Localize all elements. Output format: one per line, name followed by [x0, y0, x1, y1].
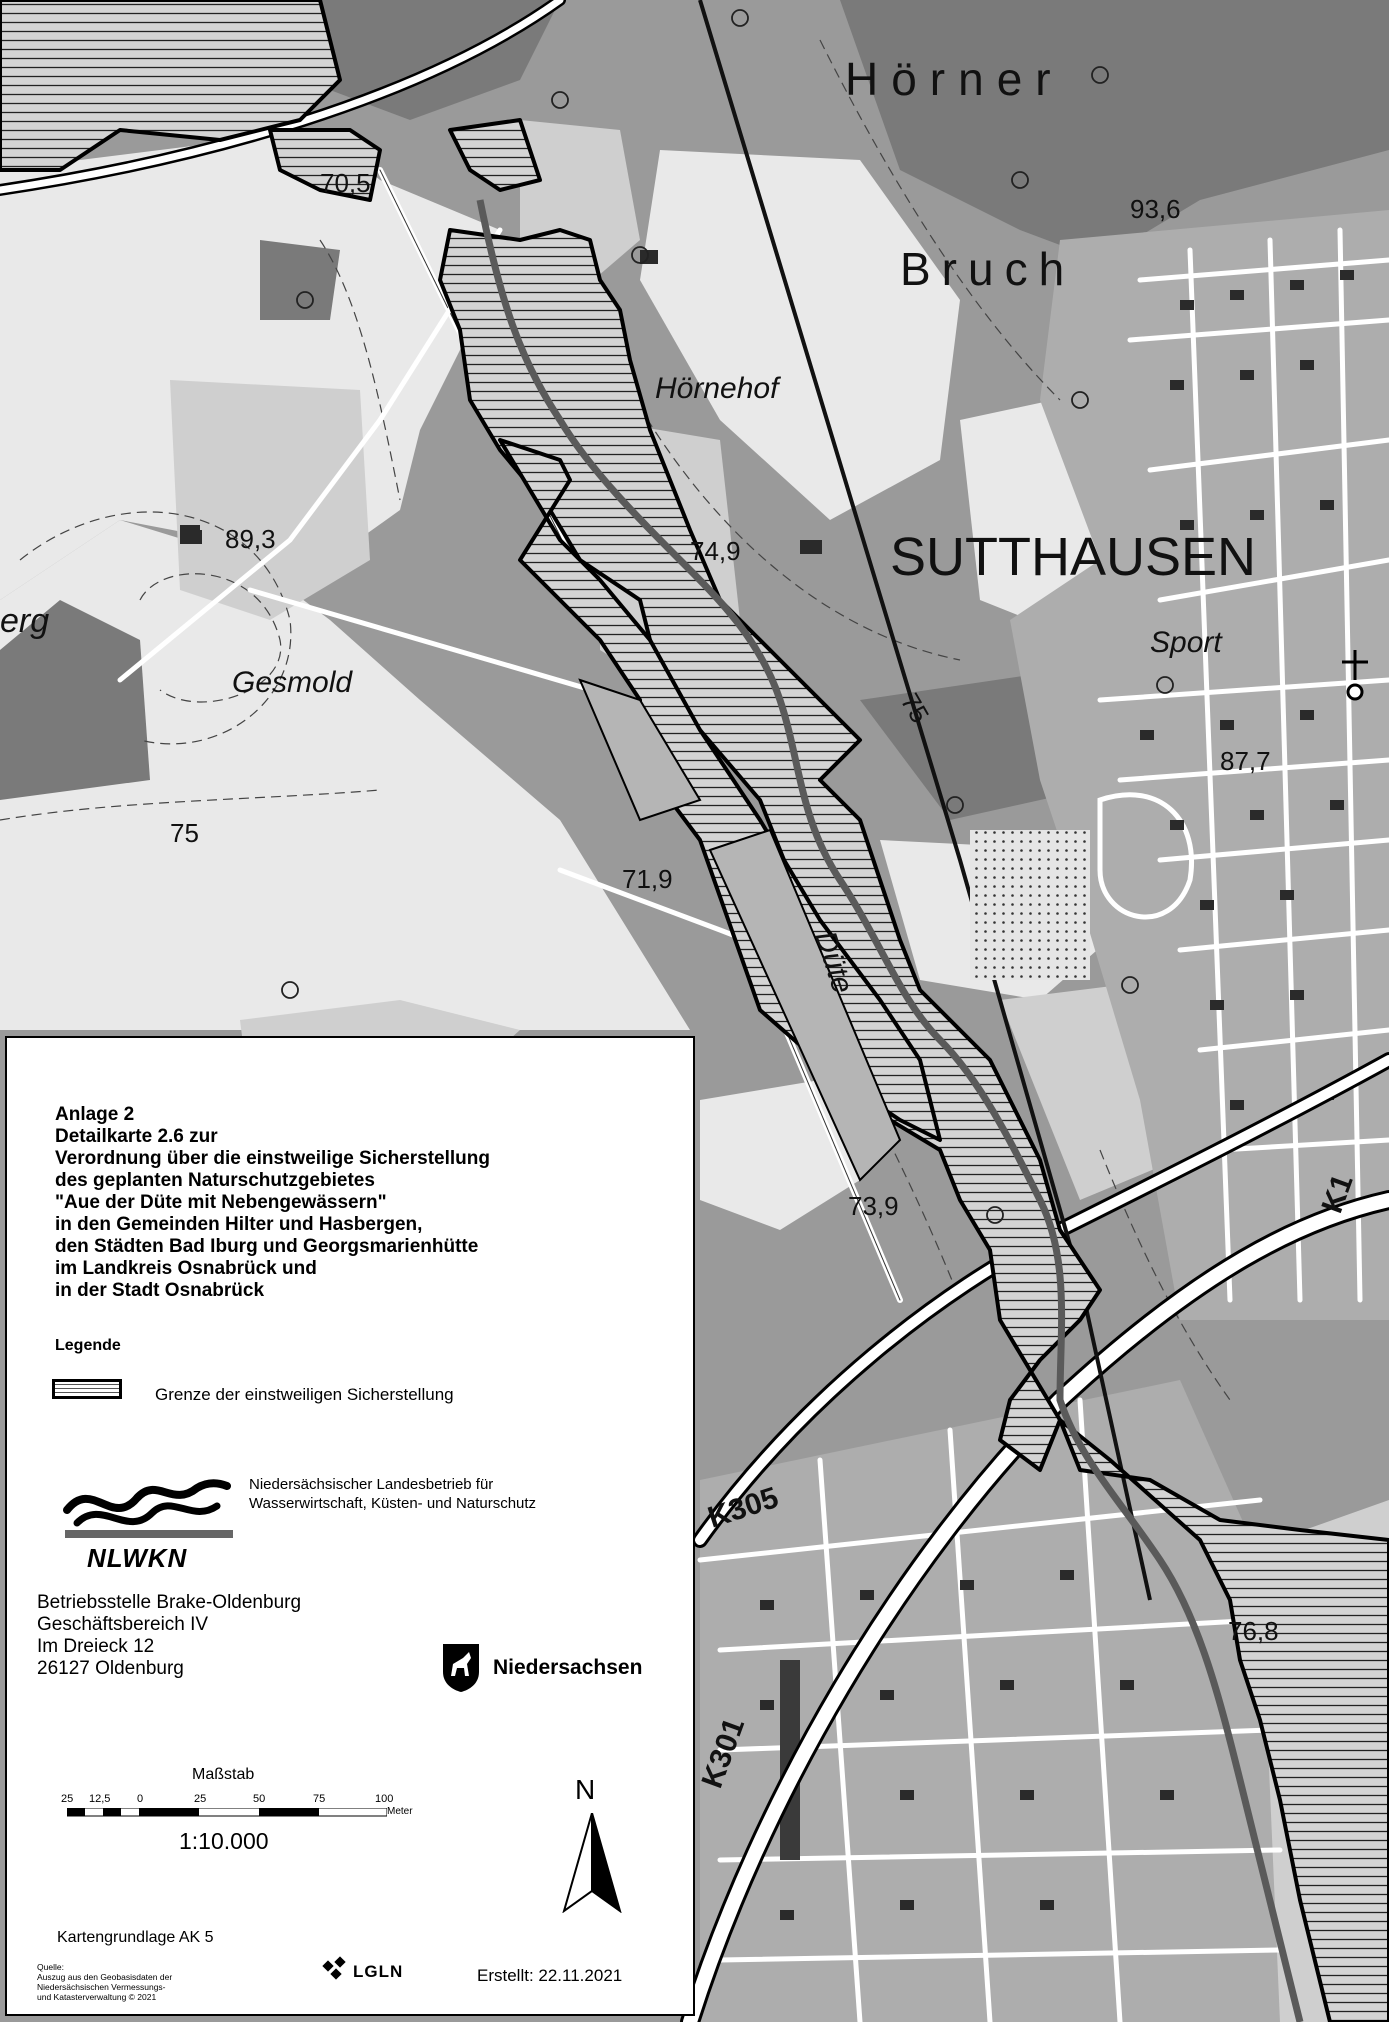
elevation-label: 89,3	[225, 524, 276, 554]
railway	[698, 0, 1152, 1601]
scale-tick-label: 25	[194, 1793, 207, 1805]
place-label-erg: erg	[0, 602, 49, 640]
address-line: Geschäftsbereich IV	[37, 1614, 209, 1635]
lgln-logo-icon	[322, 1956, 346, 1980]
scale-ratio: 1:10.000	[179, 1828, 269, 1854]
tree-symbols	[281, 9, 1174, 1224]
elevation-label: 93,6	[1130, 194, 1181, 224]
north-letter: N	[575, 1774, 596, 1805]
dotted-area	[970, 830, 1090, 980]
lgln-logo-text: LGLN	[353, 1962, 404, 1981]
legend-title-line: in den Gemeinden Hilter und Hasbergen,	[55, 1214, 423, 1235]
source-line: Auszug aus den Geobasisdaten der	[37, 1972, 173, 1982]
legend-title-line: Verordnung über die einstweilige Sichers…	[55, 1148, 490, 1169]
place-label-bruch: Bruch	[900, 243, 1075, 295]
agency-name-line: Niedersächsischer Landesbetrieb für	[249, 1476, 494, 1493]
place-label-sutthausen: SUTTHAUSEN	[890, 527, 1256, 587]
elevation-label: 76,8	[1228, 1616, 1279, 1646]
scale-tick-label: 25	[61, 1793, 74, 1805]
legend-title-line: den Städten Bad Iburg und Georgsmarienhü…	[55, 1236, 479, 1257]
scale-heading: Maßstab	[192, 1766, 255, 1783]
scale-unit: Meter	[387, 1806, 413, 1817]
elevation-label: 87,7	[1220, 746, 1271, 776]
agency-name-line: Wasserwirtschaft, Küsten- und Naturschut…	[249, 1495, 537, 1512]
scale-tick-label: 75	[313, 1793, 326, 1805]
scale-tick-label: 100	[375, 1793, 394, 1805]
river-dute	[476, 199, 1304, 2022]
scale-tick-label: 50	[253, 1793, 266, 1805]
legend-title-line: Anlage 2	[55, 1104, 135, 1125]
address-line: 26127 Oldenburg	[37, 1658, 184, 1679]
scale-ticks: 25 12,5 0 25 50 75 100	[61, 1793, 407, 1809]
created-date: Erstellt: 22.11.2021	[477, 1966, 623, 1985]
nlwkn-logo-text: NLWKN	[87, 1543, 188, 1573]
legend-panel: Anlage 2 Detailkarte 2.6 zur Verordnung …	[5, 1036, 695, 2016]
boundary-swatch	[52, 1379, 122, 1399]
legend-title-line: des geplanten Naturschutzgebietes	[55, 1170, 375, 1191]
elevation-label: 73,9	[848, 1191, 899, 1221]
legend-title-line: in der Stadt Osnabrück	[55, 1280, 265, 1301]
legend-title-line: "Aue der Düte mit Nebengewässern"	[55, 1192, 387, 1213]
scale-tick-label: 0	[137, 1793, 144, 1805]
state-name: Niedersachsen	[493, 1656, 643, 1679]
base-map: Kartengrundlage AK 5	[57, 1929, 214, 1946]
elevation-label: 70,5	[320, 168, 371, 198]
elevation-label: 74,9	[690, 536, 741, 566]
legend-title-line: im Landkreis Osnabrück und	[55, 1258, 317, 1279]
nlwkn-logo-icon	[63, 1479, 233, 1538]
niedersachsen-horse-icon	[443, 1644, 479, 1692]
church-icon	[1342, 650, 1368, 701]
elevation-label: 71,9	[622, 864, 673, 894]
inner-parcels	[578, 678, 902, 1182]
place-label-gesmold: Gesmold	[232, 666, 353, 699]
source-line: Quelle:	[37, 1962, 64, 1972]
source-line: und Katasterverwaltung © 2021	[37, 1992, 157, 2002]
address-line: Betriebsstelle Brake-Oldenburg	[37, 1592, 302, 1613]
contour-label: 75	[170, 818, 199, 848]
legend-heading: Legende	[55, 1337, 121, 1354]
scale-tick-label: 12,5	[89, 1793, 111, 1805]
boundary-legend-label: Grenze der einstweiligen Sicherstellung	[155, 1385, 454, 1404]
scale-bar	[67, 1808, 387, 1817]
place-label-sport: Sport	[1150, 626, 1223, 659]
address-line: Im Dreieck 12	[37, 1636, 155, 1657]
legend-title-line: Detailkarte 2.6 zur	[55, 1126, 218, 1147]
place-label-hornehof: Hörnehof	[655, 372, 781, 405]
contour-lines	[0, 39, 1231, 1401]
place-label-horner: Hörner	[845, 53, 1064, 105]
source-line: Niedersächsischen Vermessungs-	[37, 1982, 166, 1992]
north-arrow-icon	[562, 1813, 622, 1913]
